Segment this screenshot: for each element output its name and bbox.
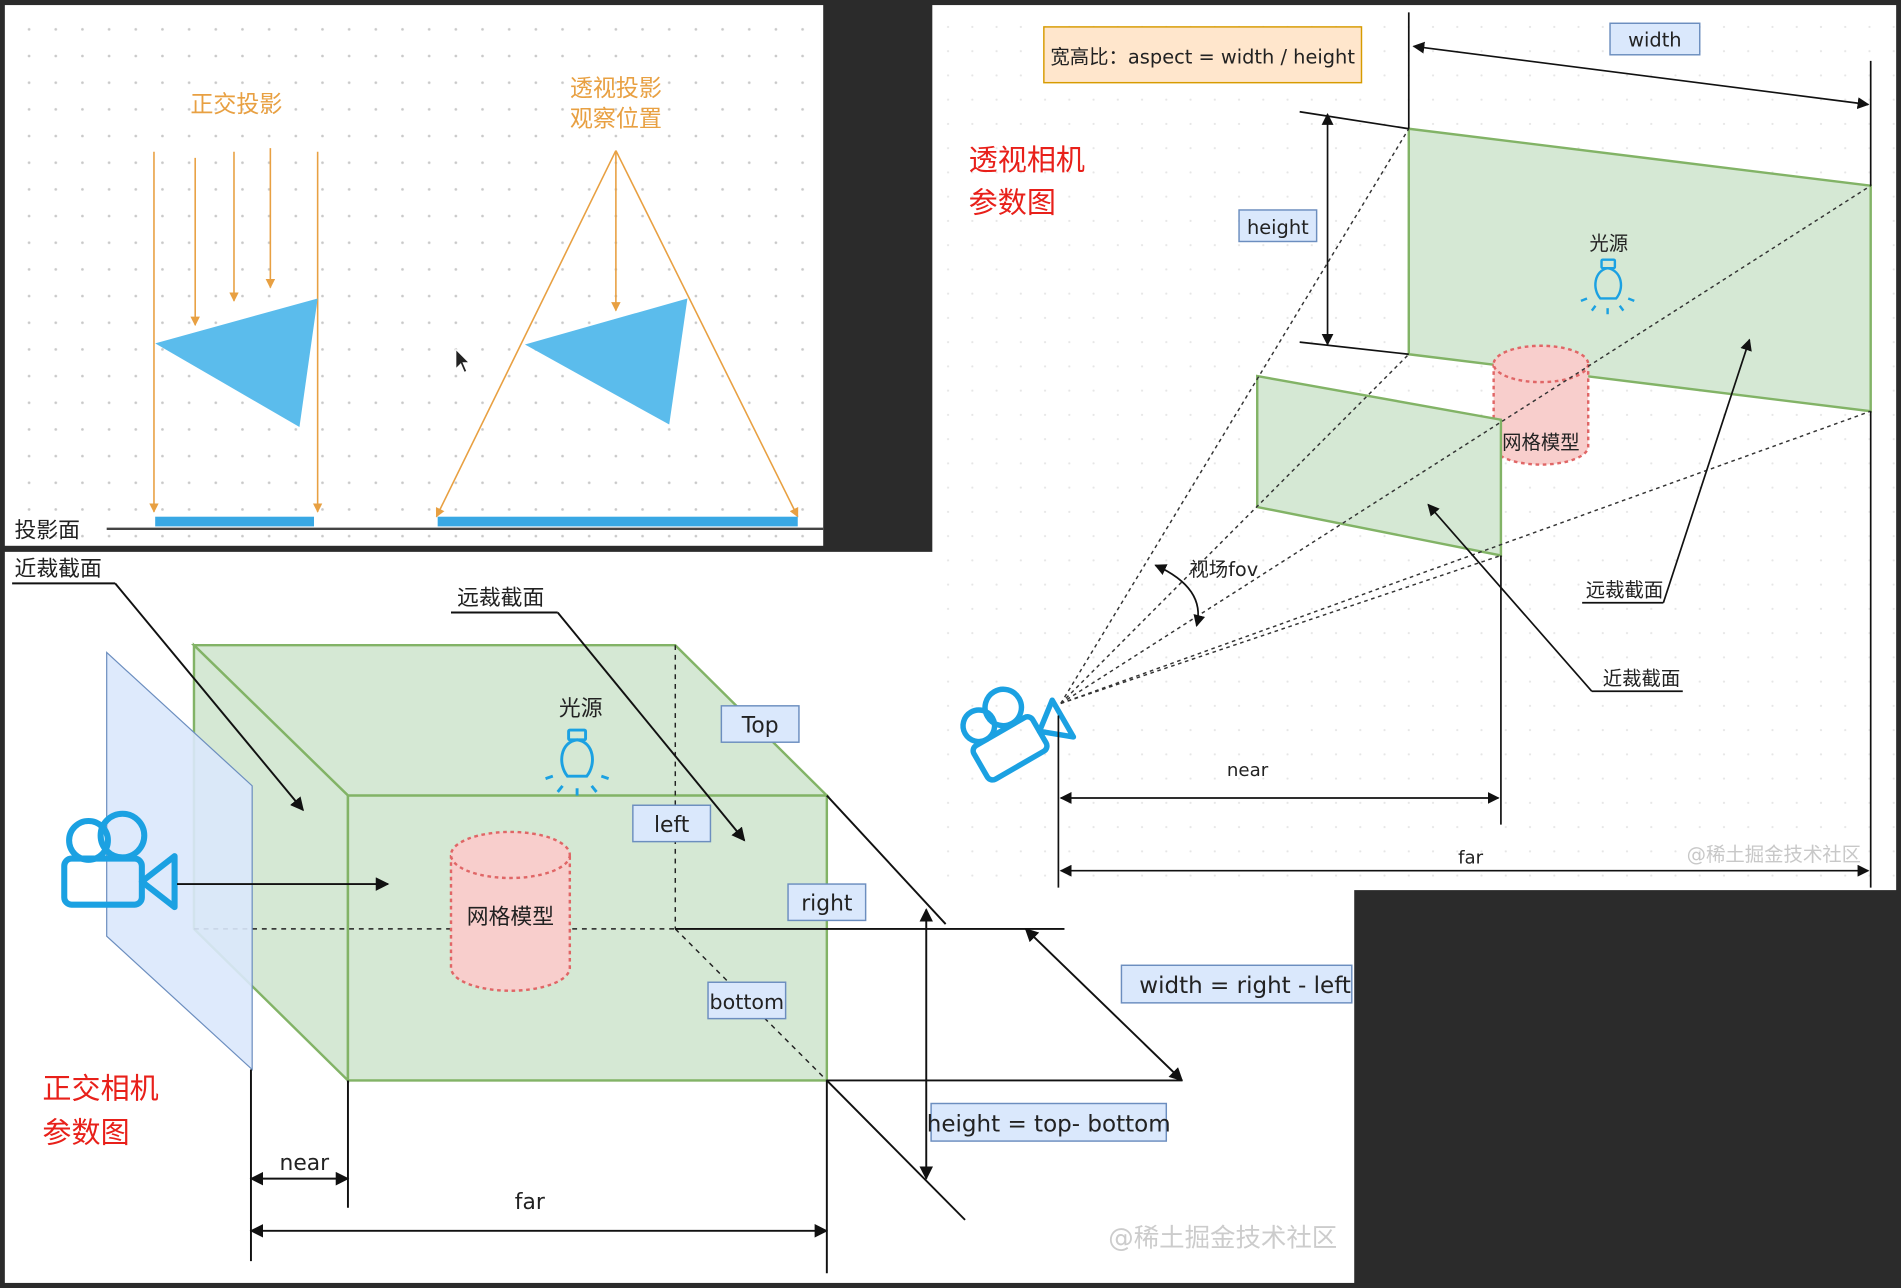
width-formula-box: width = right - left xyxy=(1120,964,1353,1004)
height-formula: height = top- bottom xyxy=(927,1111,1171,1137)
persp-depth-dimensions xyxy=(1057,411,1872,888)
ortho-projection-title: 正交投影 xyxy=(190,92,282,118)
ortho-dimension-lines xyxy=(675,794,1184,1221)
bottom-label-box: bottom xyxy=(707,981,787,1020)
persp-callouts xyxy=(1427,338,1752,693)
ortho-triangle xyxy=(155,298,318,427)
persp-height-label-box: height xyxy=(1238,209,1318,243)
persp-rays xyxy=(435,150,799,518)
ortho-light-bulb-icon xyxy=(545,728,610,796)
persp-camera-icon xyxy=(960,686,1077,783)
bottom-label: bottom xyxy=(710,990,785,1014)
ortho-light-label: 光源 xyxy=(559,697,603,722)
aspect-label: 宽高比：aspect = width / height xyxy=(1050,45,1355,68)
persp-watermark: @稀土掘金技术社区 xyxy=(1687,843,1861,866)
left-label-box: left xyxy=(632,804,712,843)
mouse-cursor-icon xyxy=(455,348,471,374)
persp-light-bulb-icon xyxy=(1580,258,1635,315)
fov-label: 视场fov xyxy=(1189,558,1258,581)
persp-projection-title-line2: 观察位置 xyxy=(570,106,662,132)
persp-width-label-box: width xyxy=(1609,22,1701,56)
persp-caption-line1: 透视相机 xyxy=(969,143,1085,177)
fov-arc xyxy=(1154,564,1206,627)
height-formula-box: height = top- bottom xyxy=(927,1102,1171,1142)
ortho-near-plane-label: 近裁截面 xyxy=(15,557,102,582)
left-label: left xyxy=(654,813,690,838)
persp-far-plane-label: 远裁截面 xyxy=(1586,579,1664,602)
ortho-depth-dimensions xyxy=(249,1069,829,1274)
right-label-box: right xyxy=(787,883,867,922)
top-label: Top xyxy=(741,714,779,739)
ortho-mesh-label: 网格模型 xyxy=(467,905,554,930)
ortho-rays xyxy=(149,148,323,513)
ortho-mesh-cylinder xyxy=(449,830,572,992)
right-label: right xyxy=(801,892,853,917)
persp-size-dimensions xyxy=(1299,12,1872,356)
persp-near-plane-label: 近裁截面 xyxy=(1603,667,1681,690)
dot-grid xyxy=(4,5,824,546)
persp-camera-panel: 宽高比：aspect = width / height 透视相机 参数图 网格模… xyxy=(932,5,1897,891)
persp-light-label: 光源 xyxy=(1589,232,1628,255)
persp-height-label: height xyxy=(1247,216,1309,239)
persp-far-label: far xyxy=(1458,847,1484,868)
persp-triangle xyxy=(524,298,688,425)
persp-projection-title-line1: 透视投影 xyxy=(570,76,662,102)
ortho-camera-icon xyxy=(61,810,178,911)
persp-mesh-cylinder xyxy=(1492,344,1590,466)
persp-projection-image xyxy=(437,516,798,527)
ortho-far-label: far xyxy=(515,1190,545,1215)
persp-mesh-label: 网格模型 xyxy=(1502,431,1580,454)
ortho-callouts xyxy=(12,582,746,842)
projection-plane-label: 投影面 xyxy=(15,518,80,543)
ortho-far-plane-label: 远裁截面 xyxy=(457,586,544,611)
width-formula: width = right - left xyxy=(1139,973,1351,999)
projection-panel: 正交投影 透视投影 观察位置 投影面 xyxy=(4,5,824,546)
ortho-near-label: near xyxy=(280,1151,330,1176)
persp-width-label: width xyxy=(1628,28,1681,51)
ortho-camera-panel: 网格模型 光源 近裁截面 远裁截面 xyxy=(4,551,1355,1283)
ortho-caption-line1: 正交相机 xyxy=(42,1072,158,1106)
ortho-projection-image xyxy=(155,516,315,527)
persp-near-label: near xyxy=(1227,760,1269,781)
box-front-face xyxy=(346,794,829,1082)
ortho-watermark: @稀土掘金技术社区 xyxy=(1108,1224,1337,1254)
aspect-label-box: 宽高比：aspect = width / height xyxy=(1043,26,1363,84)
ortho-caption-line2: 参数图 xyxy=(42,1115,129,1149)
persp-caption-line2: 参数图 xyxy=(969,185,1056,219)
top-label-box: Top xyxy=(720,705,800,743)
